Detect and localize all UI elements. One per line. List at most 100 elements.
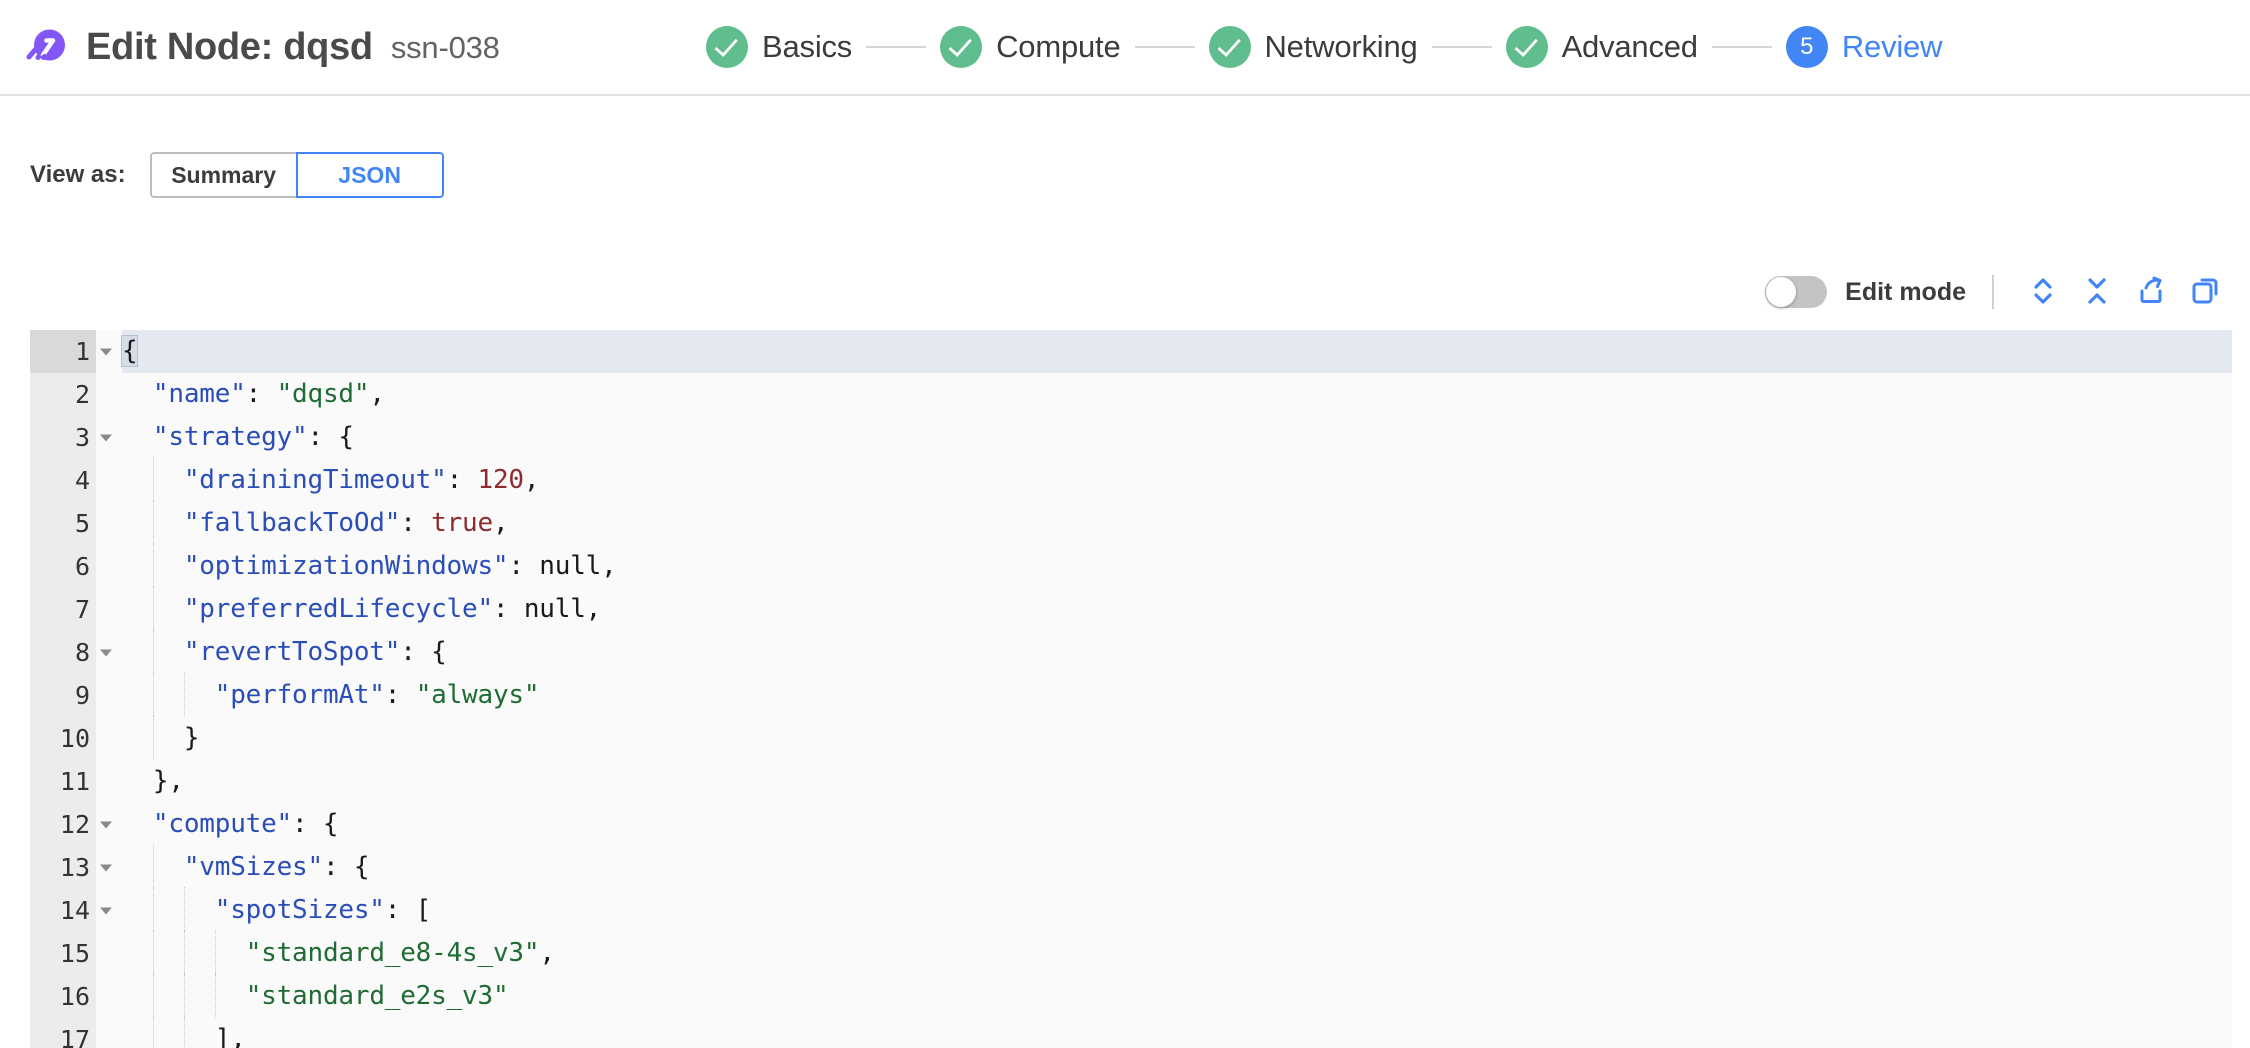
code-text: "name": "dqsd", — [152, 379, 385, 409]
line-number: 6 — [30, 545, 96, 588]
code-line[interactable]: 7 "preferredLifecycle": null, — [30, 586, 2232, 631]
step-connector — [1431, 46, 1492, 48]
fold-toggle-icon[interactable] — [100, 348, 112, 355]
fold-toggle-icon[interactable] — [100, 864, 112, 871]
code-text: }, — [152, 766, 184, 796]
code-text: "performAt": "always" — [122, 672, 2232, 717]
check-icon — [940, 26, 983, 68]
header-title-group: Edit Node: dqsd ssn-038 — [22, 0, 500, 94]
code-text: "preferredLifecycle": null, — [122, 586, 2232, 631]
toolbar-divider — [1992, 275, 1994, 309]
code-text: "drainingTimeout": 120, — [122, 457, 2232, 502]
code-line[interactable]: 17 ], — [30, 1016, 2232, 1048]
view-as-label: View as: — [30, 161, 126, 188]
expand-all-button[interactable] — [2016, 270, 2070, 314]
line-number: 4 — [30, 459, 96, 502]
line-number: 1 — [30, 330, 112, 373]
check-icon — [706, 26, 748, 68]
fold-toggle-icon[interactable] — [100, 907, 112, 914]
line-number: 9 — [30, 674, 96, 717]
code-line[interactable]: 14 "spotSizes": [ — [30, 887, 2232, 932]
gutter-spacer — [96, 932, 122, 975]
copy-icon — [2188, 274, 2222, 311]
line-number: 10 — [30, 717, 96, 760]
code-line[interactable]: 3 "strategy": { — [30, 416, 2232, 459]
gutter-spacer — [96, 502, 122, 545]
expand-all-icon — [2028, 273, 2058, 312]
line-number: 11 — [30, 760, 96, 803]
code-line[interactable]: 8 "revertToSpot": { — [30, 629, 2232, 674]
step-label: Advanced — [1561, 29, 1698, 64]
step-networking[interactable]: Networking — [1208, 26, 1418, 68]
code-text: "optimizationWindows": null, — [122, 543, 2232, 588]
export-button[interactable] — [2124, 270, 2178, 314]
code-text: "fallbackToOd": true, — [122, 500, 2232, 545]
editor-toolbar: Edit mode — [1765, 268, 2232, 316]
gutter-spacer — [96, 545, 122, 588]
code-line[interactable]: 9 "performAt": "always" — [30, 672, 2232, 717]
code-line[interactable]: 2 "name": "dqsd", — [30, 373, 2232, 416]
code-line[interactable]: 1{ — [30, 330, 2232, 373]
line-number: 14 — [30, 889, 112, 932]
step-connector — [1134, 46, 1195, 48]
code-line[interactable]: 11 }, — [30, 760, 2232, 803]
fold-toggle-icon[interactable] — [100, 821, 112, 828]
code-text: { — [120, 330, 2232, 373]
edit-mode-toggle[interactable] — [1765, 276, 1828, 308]
line-number: 3 — [30, 416, 112, 459]
code-text: "compute": { — [152, 809, 339, 839]
line-number: 16 — [30, 975, 96, 1018]
code-line[interactable]: 12 "compute": { — [30, 803, 2232, 846]
code-line[interactable]: 10 } — [30, 715, 2232, 760]
step-connector — [1711, 46, 1772, 48]
line-number: 13 — [30, 846, 112, 889]
page-header: Edit Node: dqsd ssn-038 Basics Compute Net… — [0, 0, 2250, 96]
spot-logo-icon — [22, 24, 68, 70]
code-text: "standard_e2s_v3" — [122, 973, 2232, 1018]
fold-toggle-icon[interactable] — [100, 649, 112, 656]
code-line[interactable]: 5 "fallbackToOd": true, — [30, 500, 2232, 545]
gutter-spacer — [96, 717, 122, 760]
step-label: Compute — [996, 29, 1121, 64]
check-icon — [1208, 26, 1251, 68]
code-text: "vmSizes": { — [122, 844, 2232, 889]
page-title: Edit Node: dqsd — [86, 26, 373, 68]
node-identifier: ssn-038 — [390, 29, 500, 65]
code-line[interactable]: 13 "vmSizes": { — [30, 844, 2232, 889]
code-text: } — [122, 715, 2232, 760]
collapse-all-button[interactable] — [2070, 270, 2124, 314]
step-compute[interactable]: Compute — [940, 26, 1121, 68]
fold-toggle-icon[interactable] — [100, 434, 112, 441]
code-line[interactable]: 4 "drainingTimeout": 120, — [30, 457, 2232, 502]
json-editor[interactable]: 1{2 "name": "dqsd",3 "strategy": {4 "dra… — [30, 330, 2232, 1048]
check-icon — [1505, 26, 1548, 68]
code-text: "standard_e8-4s_v3", — [122, 930, 2232, 975]
gutter-spacer — [96, 760, 122, 803]
toggle-knob — [1766, 277, 1797, 307]
step-number-badge: 5 — [1785, 26, 1828, 68]
collapse-all-icon — [2082, 273, 2112, 312]
step-basics[interactable]: Basics — [706, 26, 852, 68]
code-text: "revertToSpot": { — [122, 629, 2232, 674]
code-text: "spotSizes": [ — [122, 887, 2232, 932]
view-as-option-json[interactable]: JSON — [295, 152, 444, 198]
code-line[interactable]: 15 "standard_e8-4s_v3", — [30, 930, 2232, 975]
view-as-option-summary[interactable]: Summary — [149, 152, 298, 198]
step-advanced[interactable]: Advanced — [1505, 26, 1698, 68]
line-number: 12 — [30, 803, 112, 846]
copy-button[interactable] — [2178, 270, 2232, 314]
gutter-spacer — [96, 588, 122, 631]
step-label: Networking — [1264, 29, 1418, 64]
step-label: Basics — [762, 29, 853, 64]
line-number: 7 — [30, 588, 96, 631]
step-connector — [866, 46, 927, 48]
gutter-spacer — [96, 459, 122, 502]
line-number: 17 — [30, 1018, 96, 1048]
gutter-spacer — [96, 1018, 122, 1048]
code-line[interactable]: 16 "standard_e2s_v3" — [30, 973, 2232, 1018]
code-line[interactable]: 6 "optimizationWindows": null, — [30, 543, 2232, 588]
